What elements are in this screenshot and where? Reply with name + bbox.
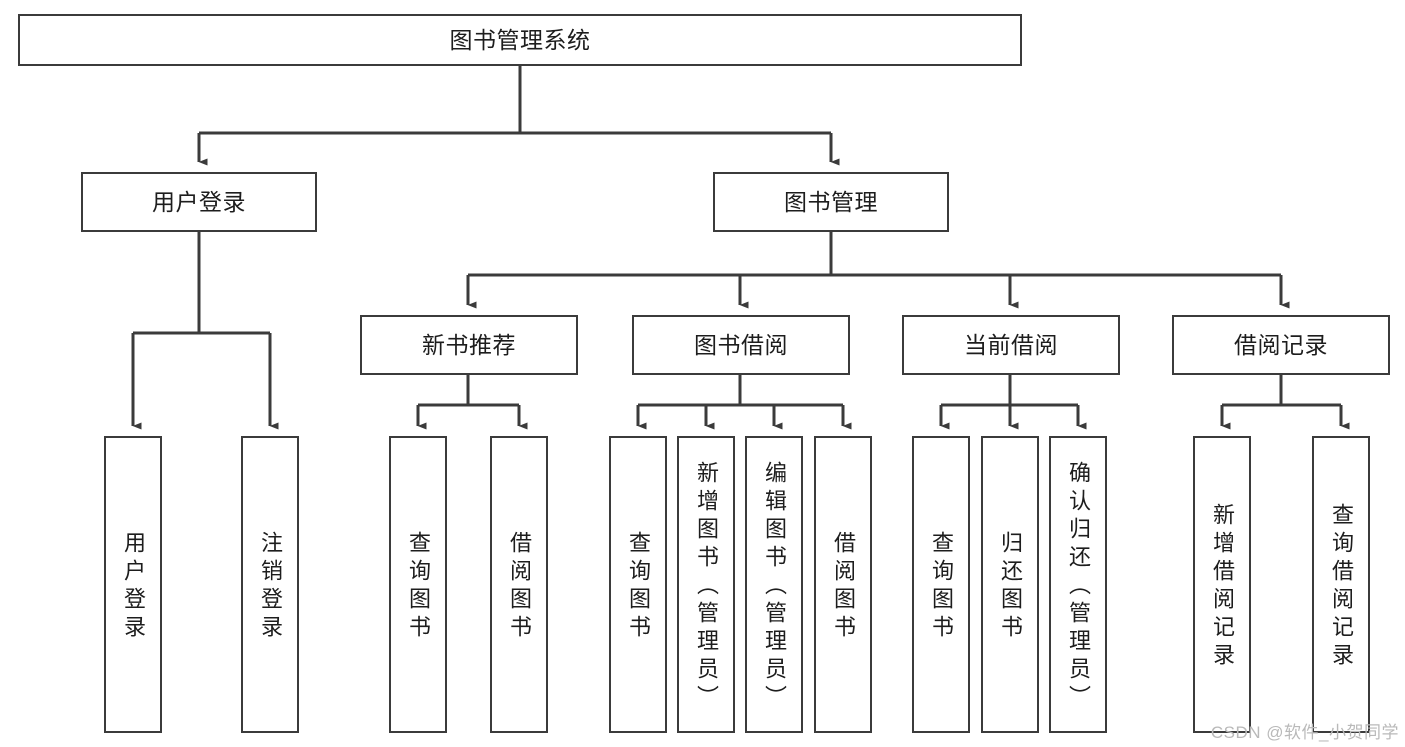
leaf-new-book-borrow-book[interactable]: 借阅图书 — [490, 436, 548, 733]
leaf-label: 用户登录 — [121, 530, 146, 643]
leaf-user-login-logout[interactable]: 注销登录 — [241, 436, 299, 733]
leaf-user-login-login[interactable]: 用户登录 — [104, 436, 162, 733]
node-root-label: 图书管理系统 — [449, 26, 591, 53]
node-user-login[interactable]: 用户登录 — [81, 172, 317, 232]
leaf-label: 借阅图书 — [507, 530, 532, 643]
leaf-book-borrow-edit-book-admin[interactable]: 编辑图书（管理员） — [745, 436, 803, 733]
leaf-label: 编辑图书（管理员） — [762, 460, 787, 713]
leaf-label: 新增借阅记录 — [1210, 502, 1235, 671]
node-borrow-record-label: 借阅记录 — [1234, 331, 1328, 358]
node-root-book-management-system[interactable]: 图书管理系统 — [18, 14, 1022, 66]
node-book-management-label: 图书管理 — [784, 188, 878, 215]
leaf-borrow-record-query-record[interactable]: 查询借阅记录 — [1312, 436, 1370, 733]
node-current-borrow[interactable]: 当前借阅 — [902, 315, 1120, 375]
leaf-current-borrow-return-book[interactable]: 归还图书 — [981, 436, 1039, 733]
leaf-book-borrow-query-book[interactable]: 查询图书 — [609, 436, 667, 733]
leaf-label: 注销登录 — [258, 530, 283, 643]
node-user-login-label: 用户登录 — [152, 188, 246, 215]
node-current-borrow-label: 当前借阅 — [964, 331, 1058, 358]
leaf-label: 查询图书 — [626, 530, 651, 643]
node-borrow-record[interactable]: 借阅记录 — [1172, 315, 1390, 375]
node-new-book-recommend-label: 新书推荐 — [422, 331, 516, 358]
leaf-current-borrow-confirm-return-admin[interactable]: 确认归还（管理员） — [1049, 436, 1107, 733]
node-book-borrow-label: 图书借阅 — [694, 331, 788, 358]
node-book-borrow[interactable]: 图书借阅 — [632, 315, 850, 375]
node-new-book-recommend[interactable]: 新书推荐 — [360, 315, 578, 375]
leaf-label: 新增图书（管理员） — [694, 460, 719, 713]
leaf-book-borrow-add-book-admin[interactable]: 新增图书（管理员） — [677, 436, 735, 733]
leaf-new-book-query-book[interactable]: 查询图书 — [389, 436, 447, 733]
leaf-label: 查询图书 — [406, 530, 431, 643]
leaf-label: 借阅图书 — [831, 530, 856, 643]
leaf-borrow-record-add-record[interactable]: 新增借阅记录 — [1193, 436, 1251, 733]
node-book-management[interactable]: 图书管理 — [713, 172, 949, 232]
csdn-watermark: CSDN @软件_小贺同学 — [1210, 723, 1399, 742]
leaf-book-borrow-borrow-book[interactable]: 借阅图书 — [814, 436, 872, 733]
leaf-label: 查询借阅记录 — [1329, 502, 1354, 671]
leaf-label: 查询图书 — [929, 530, 954, 643]
leaf-label: 归还图书 — [998, 530, 1023, 643]
leaf-current-borrow-query-book[interactable]: 查询图书 — [912, 436, 970, 733]
leaf-label: 确认归还（管理员） — [1066, 460, 1091, 713]
